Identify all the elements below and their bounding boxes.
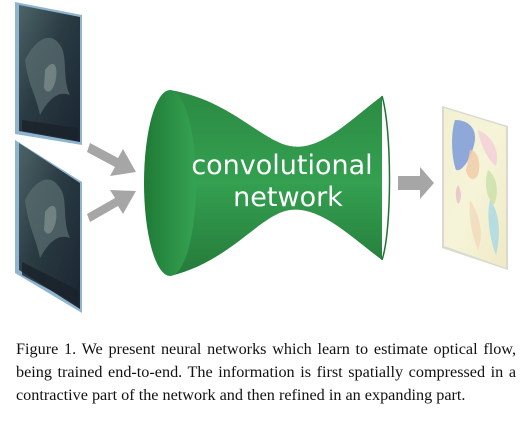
figure-1-diagram: convolutional network: [15, 2, 508, 313]
network-label-line1: convolutional: [191, 150, 372, 181]
input-frame-1: [15, 2, 82, 145]
input-arrow-bottom-right-arrow-icon: [87, 190, 136, 222]
output-right-arrow-icon: [398, 167, 434, 199]
convolutional-network-shape: convolutional network: [144, 90, 391, 276]
figure-caption: Figure 1. We present neural networks whi…: [16, 340, 516, 404]
input-arrow-top-right-arrow-icon: [87, 143, 136, 176]
input-frame-2: [15, 140, 82, 313]
network-label-line2: network: [233, 182, 343, 213]
optical-flow-output: [442, 106, 508, 270]
